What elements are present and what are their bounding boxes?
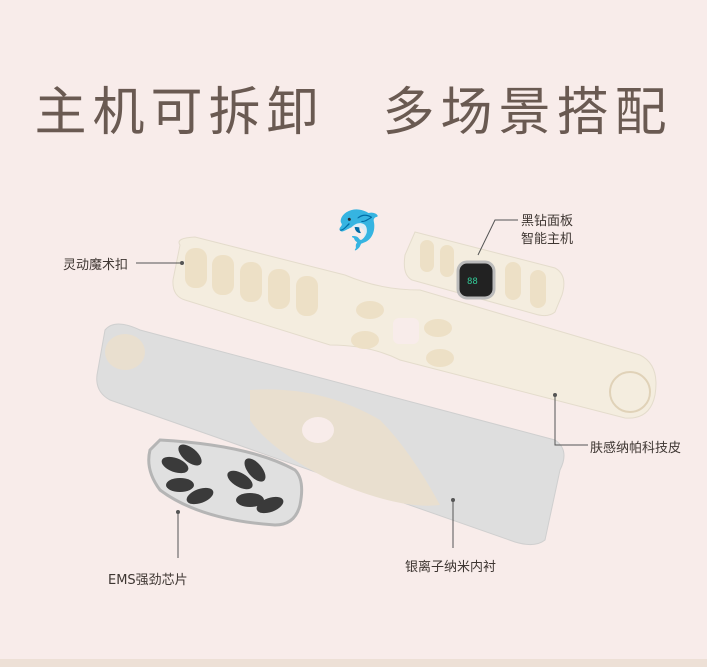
silver-lining-liner [96, 323, 565, 546]
footer-strip [0, 659, 707, 667]
smart-host-module: 88 [403, 231, 565, 317]
ems-chip [147, 438, 304, 527]
svg-text:88: 88 [467, 277, 478, 287]
leader-lines [136, 219, 588, 558]
page-title: 主机可拆卸 多场景搭配 [34, 83, 673, 143]
label-host-line2: 智能主机 [521, 232, 574, 247]
dolphin-icon: 🐬 [335, 208, 383, 252]
label-host-line1: 黑钻面板 [521, 214, 574, 229]
leather-strap [172, 236, 657, 419]
label-silver-lining: 银离子纳米内衬 [405, 560, 497, 575]
label-ems-chip: EMS强劲芯片 [108, 573, 188, 588]
label-leather: 肤感纳帕科技皮 [590, 441, 682, 456]
label-magic-buckle: 灵动魔术扣 [63, 258, 129, 273]
